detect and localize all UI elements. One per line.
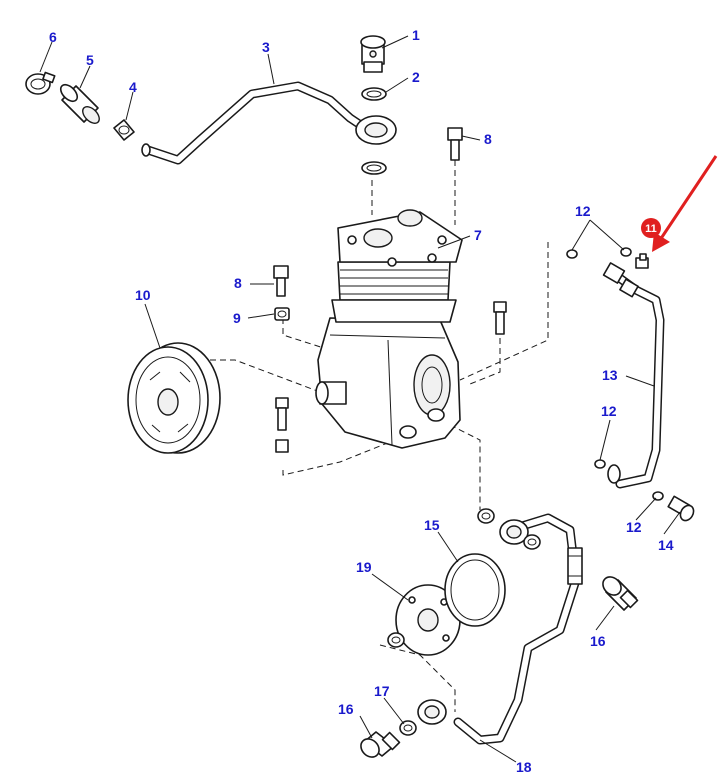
callout-12-top: 12 [575, 203, 591, 219]
banjo-bolt-top [360, 35, 386, 73]
bolt-upper-right [447, 127, 463, 161]
intake-pipe [141, 81, 397, 165]
callout-9: 9 [233, 310, 241, 326]
bolt-right-mid [493, 301, 507, 335]
callout-19: 19 [356, 559, 372, 575]
sealing-washer-pipe-lower [523, 534, 541, 550]
sealing-washer-12-mid [594, 459, 606, 469]
bolt-lower-left [275, 397, 289, 453]
callout-13: 13 [602, 367, 618, 383]
gasket [444, 553, 506, 627]
callout-8-left: 8 [234, 275, 242, 291]
sealing-washer-12-top [566, 247, 632, 259]
highlight-badge [641, 218, 661, 238]
red-pointer-arrowhead-icon [652, 232, 670, 252]
callout-12-mid: 12 [601, 403, 617, 419]
callout-18: 18 [516, 759, 532, 775]
banjo-bolt-14 [667, 495, 695, 522]
highlight-badge-label: 11 [645, 223, 657, 235]
callout-16-right: 16 [590, 633, 606, 649]
callout-1: 1 [412, 27, 420, 43]
sealing-washer-upper [361, 87, 387, 101]
nut [274, 307, 290, 321]
hose-sleeve [59, 83, 100, 124]
flange-plate [395, 584, 461, 656]
air-compressor [315, 209, 463, 449]
callout-10: 10 [135, 287, 151, 303]
callout-14: 14 [658, 537, 674, 553]
callout-2: 2 [412, 69, 420, 85]
sealing-washer-12-bottom [652, 491, 664, 501]
highlight-marker: 11 [641, 155, 718, 252]
small-clamp [113, 119, 135, 141]
callout-17: 17 [374, 683, 390, 699]
callout-12-bottom: 12 [626, 519, 642, 535]
callout-3: 3 [262, 39, 270, 55]
hose-clamp [25, 71, 56, 95]
callout-7: 7 [474, 227, 482, 243]
sealing-washer-lower [361, 161, 387, 175]
banjo-bolt-right [602, 576, 639, 611]
assembly-dash-lines [210, 160, 549, 712]
callout-labels: 1 2 3 4 5 6 7 8 8 9 10 12 12 12 13 14 15… [49, 27, 674, 775]
small-bolt-11 [635, 253, 649, 269]
sealing-washer-pipe-upper [477, 508, 495, 524]
sealing-washer-17 [399, 720, 417, 736]
banjo-bolt-lower [360, 731, 401, 758]
callout-16-lower: 16 [338, 701, 354, 717]
delivery-pipe [417, 513, 583, 745]
callout-4: 4 [129, 79, 137, 95]
callout-6: 6 [49, 29, 57, 45]
callout-5: 5 [86, 52, 94, 68]
pulley [127, 342, 221, 454]
pipe-right [602, 262, 665, 489]
sealing-washer-flange [387, 632, 405, 648]
leader-lines [39, 35, 681, 763]
callout-8-upper: 8 [484, 131, 492, 147]
callout-15: 15 [424, 517, 440, 533]
bolt-left [273, 265, 289, 297]
red-pointer-arrow-icon [658, 155, 718, 241]
